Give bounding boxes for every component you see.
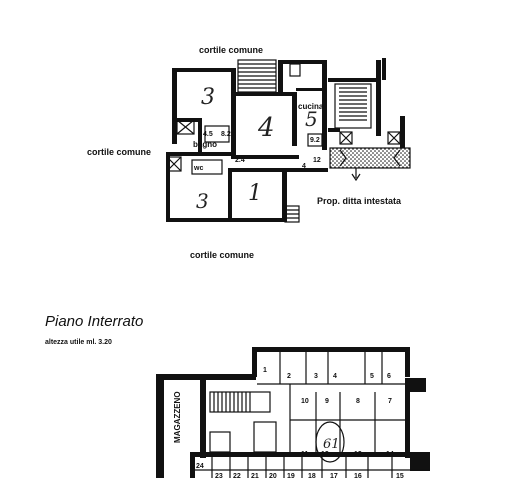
dimension-mark: 9.2 xyxy=(310,137,320,144)
room-number: 5 xyxy=(305,107,318,131)
cell-number: 18 xyxy=(308,473,316,478)
cell-number: 14 xyxy=(386,451,394,458)
cell-number: 12 xyxy=(321,451,329,458)
basement-title: Piano Interrato xyxy=(45,313,143,330)
owned-property-label: Prop. ditta intestata xyxy=(317,196,402,206)
cell-number: 8 xyxy=(356,398,360,405)
bathroom-label: bagno xyxy=(193,140,217,149)
cell-number: 19 xyxy=(287,473,295,478)
cell-number: 20 xyxy=(269,473,277,478)
dimension-mark: 12 xyxy=(313,157,321,164)
cell-number: 1 xyxy=(263,367,267,374)
oval-mark: 61 xyxy=(323,437,340,452)
cell-number: 2 xyxy=(287,373,291,380)
cell-number: 7 xyxy=(388,398,392,405)
cell-number: 24 xyxy=(196,463,204,470)
courtyard-bottom-label: cortile comune xyxy=(190,250,254,260)
cell-number: 10 xyxy=(301,398,309,405)
cell-number: 11 xyxy=(301,451,309,458)
dimension-mark: 4.5 xyxy=(203,131,213,138)
basement-height-note: altezza utile ml. 3.20 xyxy=(45,339,112,346)
cell-number: 6 xyxy=(387,373,391,380)
cell-number: 5 xyxy=(370,373,374,380)
cell-number: 22 xyxy=(233,473,241,478)
kitchen-label: cucina xyxy=(298,102,324,111)
room-number: 3 xyxy=(196,189,209,213)
wc-label: wc xyxy=(193,165,203,172)
ground-floor-plan xyxy=(166,58,411,223)
courtyard-top-label: cortile comune xyxy=(199,45,263,55)
cell-number: 15 xyxy=(396,473,404,478)
cell-number: 13 xyxy=(354,451,362,458)
basement-plan xyxy=(156,347,430,478)
cell-number: 16 xyxy=(354,473,362,478)
courtyard-left-label: cortile comune xyxy=(87,147,151,157)
cell-number: 17 xyxy=(330,473,338,478)
cell-number: 3 xyxy=(314,373,318,380)
dimension-mark: 8.2 xyxy=(221,131,231,138)
cell-number: 4 xyxy=(333,373,337,380)
room-number: 1 xyxy=(248,181,262,206)
cell-number: 23 xyxy=(215,473,223,478)
cell-number: 9 xyxy=(325,398,329,405)
storage-label: MAGAZZENO xyxy=(173,391,182,443)
room-number: 3 xyxy=(201,85,215,110)
dimension-mark: 2.4 xyxy=(235,157,245,164)
room-number: 4 xyxy=(257,113,275,143)
dimension-mark: 4 xyxy=(302,163,306,170)
cell-number: 21 xyxy=(251,473,259,478)
